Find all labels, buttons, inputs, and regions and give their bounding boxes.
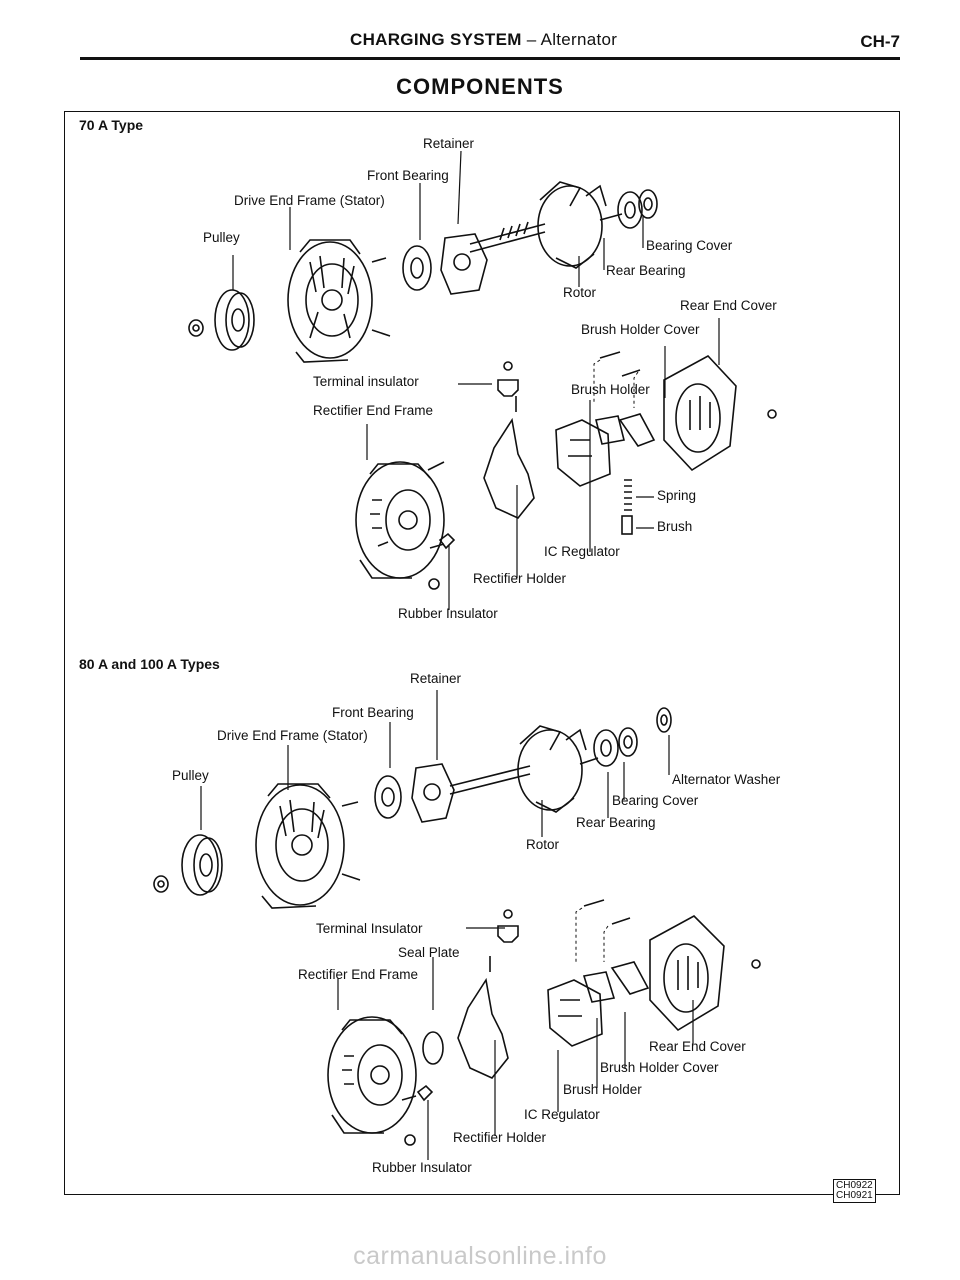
label-spring: Spring: [657, 488, 697, 503]
leader-lines-section1: [232, 150, 720, 610]
label-rubber-insulator: Rubber Insulator: [398, 606, 498, 621]
section-title-80a-100a: 80 A and 100 A Types: [79, 656, 220, 672]
pulley-illustration-2: [153, 834, 223, 896]
rear-bearing-illustration-2: [593, 707, 672, 767]
dashed-guides-1: [593, 359, 639, 408]
label-rear-end-cover-2: Rear End Cover: [649, 1039, 746, 1054]
nut-illustration-1: [428, 578, 440, 590]
ic-regulator-illustration-1: [555, 419, 611, 487]
label-rear-end-cover: Rear End Cover: [680, 298, 777, 313]
seal-plate-illustration-2: [422, 1031, 444, 1065]
label-front-bearing: Front Bearing: [367, 168, 449, 183]
header-divider: [80, 57, 900, 60]
diagram-frame: [64, 111, 900, 1195]
watermark-text: carmanualsonline.info: [353, 1242, 607, 1270]
figure-codes: CH0922 CH0921: [833, 1179, 876, 1203]
label-pulley-2: Pulley: [172, 768, 209, 783]
label-terminal-insulator: Terminal insulator: [313, 374, 419, 389]
terminal-insulator-illustration-2: [497, 909, 519, 943]
ic-regulator-illustration-2: [547, 979, 603, 1047]
label-retainer: Retainer: [423, 136, 475, 151]
screw-illustration-1b: [621, 369, 641, 377]
label-rectifier-end-frame-2: Rectifier End Frame: [298, 967, 419, 982]
rear-bearing-illustration-1: [617, 189, 658, 229]
label-seal-plate: Seal Plate: [398, 945, 460, 960]
front-bearing-illustration-2: [374, 775, 402, 819]
label-brush-holder: Brush Holder: [571, 382, 650, 397]
front-bearing-illustration-1: [402, 245, 432, 291]
label-alternator-washer: Alternator Washer: [672, 772, 781, 787]
label-ic-regulator-2: IC Regulator: [524, 1107, 600, 1122]
label-brush-holder-cover: Brush Holder Cover: [581, 322, 700, 337]
label-front-bearing-2: Front Bearing: [332, 705, 414, 720]
label-rectifier-holder: Rectifier Holder: [473, 571, 567, 586]
screw-illustration-2b: [611, 917, 631, 925]
label-rear-bearing-2: Rear Bearing: [576, 815, 656, 830]
dashed-guides-2: [575, 907, 609, 962]
label-terminal-insulator-2: Terminal Insulator: [316, 921, 423, 936]
figure-code: CH0921: [836, 1190, 873, 1201]
rubber-insulator-illustration-2: [416, 1084, 434, 1102]
rectifier-holder-illustration-1: [483, 396, 535, 519]
spring-illustration-1: [624, 479, 632, 511]
page-number: CH-7: [860, 32, 900, 51]
section-title-70a: 70 A Type: [79, 117, 144, 133]
brush-part-illustration-1: [621, 515, 633, 535]
brush-holder-illustration-1: [595, 413, 656, 447]
label-drive-end-frame-2: Drive End Frame (Stator): [217, 728, 368, 743]
page-header: CHARGING SYSTEM – Alternator CH-7: [80, 28, 900, 54]
rotor-illustration-2: [449, 725, 599, 813]
label-pulley: Pulley: [203, 230, 240, 245]
rectifier-holder-illustration-2: [457, 956, 509, 1079]
header-title: CHARGING SYSTEM – Alternator: [350, 30, 618, 49]
figure-code: CH0922: [836, 1180, 873, 1191]
label-drive-end-frame: Drive End Frame (Stator): [234, 193, 385, 208]
rotor-illustration-1: [469, 181, 623, 269]
nut-illustration-2: [404, 1134, 416, 1146]
label-retainer-2: Retainer: [410, 671, 462, 686]
label-rectifier-holder-2: Rectifier Holder: [453, 1130, 547, 1145]
brush-holder-illustration-2: [582, 961, 650, 1003]
label-rotor-2: Rotor: [526, 837, 560, 852]
label-rear-bearing: Rear Bearing: [606, 263, 686, 278]
terminal-insulator-illustration-1: [497, 361, 519, 397]
label-ic-regulator: IC Regulator: [544, 544, 620, 559]
label-bearing-cover-2: Bearing Cover: [612, 793, 699, 808]
retainer-illustration-2: [411, 763, 455, 823]
screw-illustration-1a: [599, 351, 621, 359]
label-brush: Brush: [657, 519, 693, 534]
retainer-illustration-1: [440, 233, 488, 295]
label-rotor: Rotor: [563, 285, 597, 300]
drive-end-frame-illustration-2: [255, 783, 361, 909]
label-brush-holder-cover-2: Brush Holder Cover: [600, 1060, 719, 1075]
screw-illustration-2a: [583, 899, 605, 907]
rectifier-end-frame-illustration-2: [327, 1016, 417, 1134]
rubber-insulator-illustration-1: [438, 532, 456, 550]
rear-end-cover-illustration-1: [663, 355, 777, 472]
label-brush-holder-2: Brush Holder: [563, 1082, 642, 1097]
page-title: COMPONENTS: [396, 74, 564, 99]
rectifier-end-frame-illustration-1: [355, 461, 445, 579]
label-rectifier-end-frame: Rectifier End Frame: [313, 403, 434, 418]
label-bearing-cover: Bearing Cover: [646, 238, 733, 253]
leader-lines-section2: [200, 690, 694, 1160]
drive-end-frame-illustration-1: [287, 239, 391, 363]
pulley-illustration-1: [188, 289, 255, 351]
rear-end-cover-illustration-2: [649, 915, 761, 1032]
label-rubber-insulator-2: Rubber Insulator: [372, 1160, 472, 1175]
